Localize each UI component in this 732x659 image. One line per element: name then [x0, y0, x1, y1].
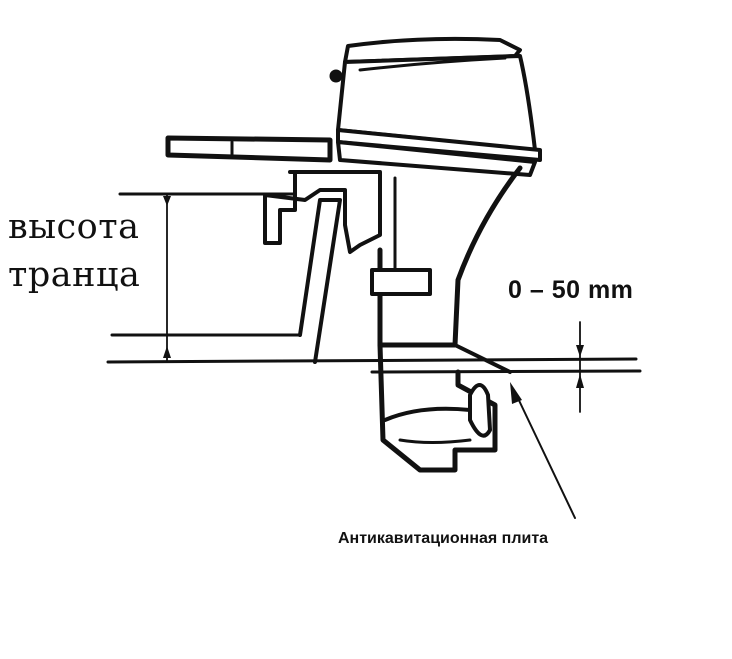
clearance-dimension	[576, 321, 584, 413]
propeller	[468, 383, 492, 438]
transom-height-label-line1: высота	[8, 207, 140, 247]
engine-cowling	[329, 36, 542, 177]
boat-transom	[298, 198, 342, 364]
midsection	[370, 165, 523, 374]
hull-bottom-line	[106, 357, 638, 364]
clamp-bracket	[263, 170, 397, 270]
anti-cavitation-plate-label: Антикавитационная плита	[338, 530, 549, 547]
transom-height-label-line2: транца	[8, 255, 141, 295]
tiller-handle	[165, 135, 333, 163]
plate-leader-arrow	[510, 382, 576, 519]
clearance-range-label: 0 – 50 mm	[508, 276, 634, 304]
lower-unit	[377, 342, 498, 473]
